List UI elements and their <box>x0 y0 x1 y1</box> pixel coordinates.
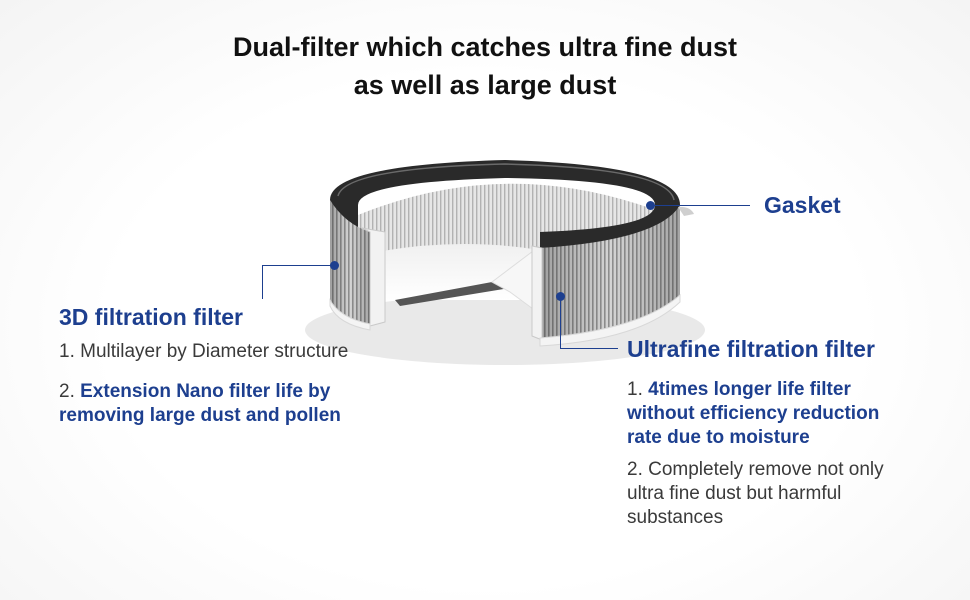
interior-slot <box>395 282 510 306</box>
gasket-rim-light <box>337 163 675 201</box>
3d-filter-item-2-prefix: 2. <box>59 381 81 402</box>
ultrafine-item-1-prefix: 1. <box>627 379 649 400</box>
ultrafine-callout-line-v <box>560 296 561 348</box>
3d-filter-item-2-line-1: Extension Nano filter life by <box>80 381 331 402</box>
ultrafine-item-1-line-2: without efficiency reduction <box>627 403 880 424</box>
3d-filter-callout-line-v <box>262 265 263 299</box>
3d-filter-item-2: 2. Extension Nano filter life by removin… <box>59 380 341 428</box>
left-cut-frame <box>361 227 386 327</box>
gasket-ring <box>330 160 680 248</box>
3d-filter-item-1: 1. Multilayer by Diameter structure <box>59 341 349 362</box>
gasket-tab <box>678 206 694 216</box>
page-title: Dual-filter which catches ultra fine dus… <box>0 28 970 104</box>
ultrafine-item-2: 2. Completely remove not only ultra fine… <box>627 458 884 530</box>
ultrafine-item-2-line-1: 2. Completely remove not only <box>627 459 884 480</box>
right-cut-frame <box>531 245 543 341</box>
gasket-callout-line <box>652 205 750 206</box>
title-line-1: Dual-filter which catches ultra fine dus… <box>232 32 738 62</box>
ultrafine-heading: Ultrafine filtration filter <box>627 336 875 362</box>
3d-filter-callout-line-h <box>262 265 334 266</box>
3d-filter-heading: 3D filtration filter <box>59 304 244 330</box>
gasket-label: Gasket <box>764 192 841 218</box>
bottom-rim <box>539 293 681 347</box>
gasket-callout-dot <box>646 201 655 210</box>
ultrafine-item-2-line-2: ultra fine dust but harmful <box>627 483 842 504</box>
title-line-2: as well as large dust <box>353 70 617 100</box>
ultrafine-callout-line-h <box>560 348 618 349</box>
ultrafine-item-1-line-1: 4times longer life filter <box>648 379 851 400</box>
bottom-rim-left <box>329 298 371 331</box>
ultrafine-item-1: 1. 4times longer life filter without eff… <box>627 378 879 450</box>
ultrafine-item-2-line-3: substances <box>627 507 724 528</box>
3d-filter-callout-dot <box>330 261 339 270</box>
ultrafine-item-1-line-3: rate due to moisture <box>627 427 810 448</box>
3d-filter-item-2-line-2: removing large dust and pollen <box>59 405 341 426</box>
